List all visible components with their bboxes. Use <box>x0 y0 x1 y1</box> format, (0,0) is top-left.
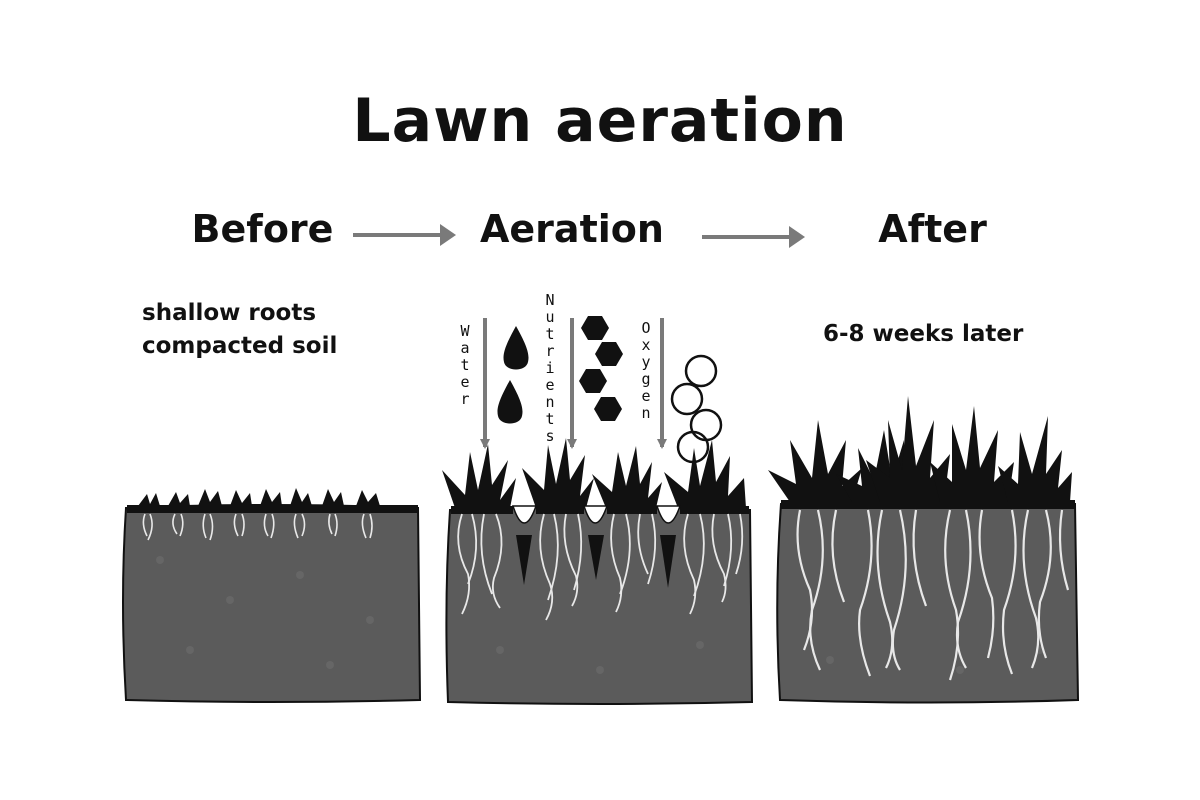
after-note: 6-8 weeks later <box>823 321 1024 347</box>
before-note-line-2: compacted soil <box>142 333 338 359</box>
label-oxygen: Oxygen <box>641 319 651 422</box>
label-nutrients: Nutrients <box>545 291 555 445</box>
soil-texture <box>156 556 1044 674</box>
turf-line-after <box>781 500 1075 509</box>
roots-aeration <box>457 513 744 621</box>
aeration-holes <box>511 505 682 588</box>
nutrient-hexagon-icons <box>579 316 623 421</box>
grass-clumps-aeration <box>442 438 746 508</box>
step-label-aeration: Aeration <box>480 207 664 251</box>
shallow-roots-before <box>142 513 373 541</box>
step-label-after: After <box>878 207 987 251</box>
diagram-title: Lawn aeration <box>352 86 848 156</box>
grass-clumps-after <box>768 396 1072 502</box>
deep-roots-after <box>796 509 1070 681</box>
label-water: Water <box>460 322 470 408</box>
step-arrow-2 <box>702 226 805 248</box>
turf-line-before <box>127 505 418 513</box>
step-label-before: Before <box>191 207 334 251</box>
before-note: shallow roots compacted soil <box>142 297 337 363</box>
input-arrows <box>480 318 667 449</box>
water-drop-icons <box>497 326 529 424</box>
before-note-line-1: shallow roots <box>142 300 317 326</box>
grass-tufts-before <box>138 488 380 506</box>
oxygen-bubble-icons <box>670 354 723 464</box>
turf-line-aeration <box>451 506 749 514</box>
step-arrow-1 <box>353 224 456 246</box>
